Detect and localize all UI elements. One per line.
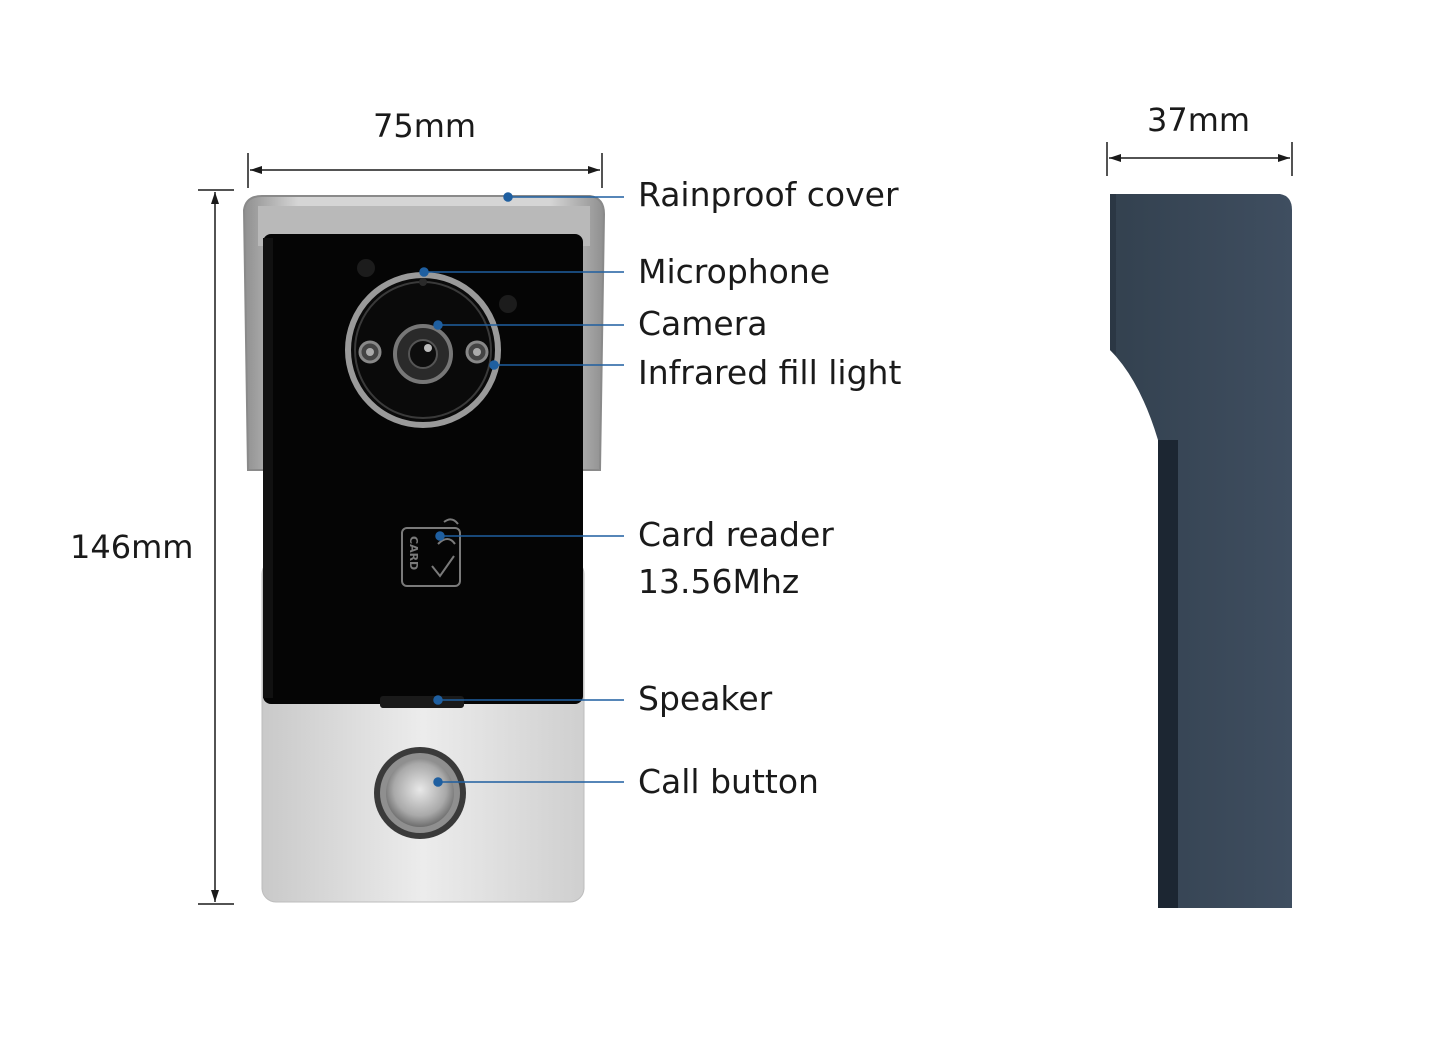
microphone-icon: [419, 278, 427, 286]
width-dimension-label: 75mm: [373, 107, 477, 145]
height-dimension-label: 146mm: [70, 528, 194, 566]
side-body: [1110, 194, 1292, 908]
front-view-device: CARD: [242, 195, 606, 903]
callout-microphone: Microphone: [638, 252, 831, 291]
callout-card-frequency: 13.56Mhz: [638, 562, 800, 601]
glass-panel: [263, 234, 583, 704]
depth-dimension-line: [1106, 142, 1293, 176]
callout-leader-lines: [419, 192, 624, 787]
width-dimension-line: [247, 153, 603, 188]
callout-speaker: Speaker: [638, 679, 773, 718]
side-view-device: [1110, 194, 1292, 908]
callout-camera: Camera: [638, 304, 768, 343]
callout-card-reader: Card reader: [638, 515, 834, 554]
callout-call-button: Call button: [638, 762, 819, 801]
light-sensor-icon: [357, 259, 375, 277]
callout-rainproof-cover: Rainproof cover: [638, 175, 899, 214]
callout-infrared-fill-light: Infrared fill light: [638, 353, 902, 392]
infrared-led-icon: [358, 340, 489, 364]
depth-dimension-label: 37mm: [1147, 101, 1251, 139]
call-button-icon: [374, 747, 466, 839]
height-dimension-line: [198, 189, 234, 905]
card-icon: CARD: [401, 518, 461, 587]
card-panel-text: CARD: [407, 536, 420, 570]
